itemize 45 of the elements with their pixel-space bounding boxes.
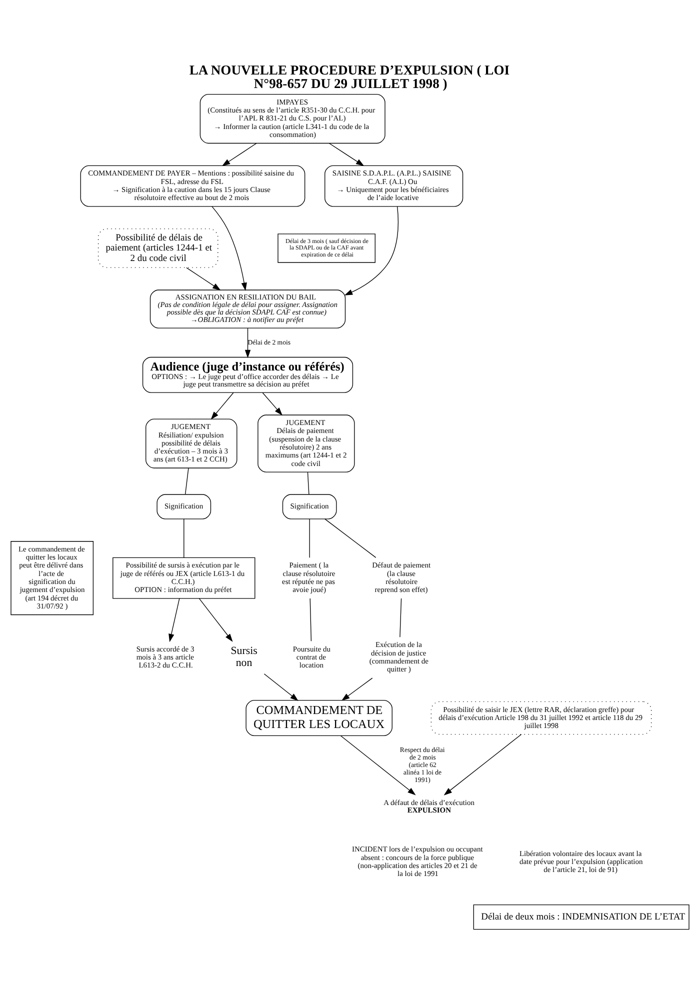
- node-text: Poursuite du contrat de location: [292, 644, 330, 670]
- label: INCIDENT lors de l’expulsion ou occupant absent : concours de la force publique (non-application des articles 20 et 21 de la loi de 1991: [352, 844, 483, 878]
- connector: [307, 471, 310, 494]
- node-box: IMPAYES (Constitués au sens de l’article R351-30 du C.C.H. pour l’APL R 831-21 du C.S. pour l’AL) → Informer la caution (article L341-1 du code de la consommation): [200, 94, 386, 144]
- node-box: Audience (juge d’instance ou référés) OPTIONS : → Le juge peut d’office accorder des délais → Le juge peut transmettre sa décision au préfet: [142, 356, 354, 392]
- arrow: [222, 142, 257, 166]
- node-text: Exécution de la décision de justice (commandement de quitter ): [369, 640, 428, 674]
- arrow: [264, 673, 298, 700]
- node-box: JUGEMENT Résiliation/ expulsion possibilité de délais d’exécution – 3 mois à 3 ans (art 613-1 et 2 CCH): [146, 418, 238, 468]
- node-box: COMMANDEMENT DE PAYER – Mentions : possibilité saisine du FSL, adresse du FSL → Signification à la caution dans les 15 jours Clause résolutoire effective au bout de 2 mois: [80, 164, 306, 206]
- label: Libération volontaire des locaux avant la date prévue pour l’expulsion (application de l’article 21, loi de 91): [520, 848, 643, 874]
- arrow: [210, 392, 234, 420]
- node-box: Signification: [156, 494, 212, 519]
- arrow: [212, 206, 247, 290]
- connector: [324, 518, 376, 558]
- diagram-title: LA NOUVELLE PROCEDURE D’EXPULSION ( LOI N°98-657 DU 29 JUILLET 1998 ): [189, 62, 510, 91]
- arrow: [168, 598, 180, 642]
- arrow: [262, 392, 282, 416]
- arrow: [244, 327, 251, 358]
- node-text: Paiement ( la clause résolutoire est réputée ne pas avoie joué): [282, 560, 336, 594]
- node-box: Délai de deux mois : INDEMNISATION DE L’ETAT: [473, 904, 690, 930]
- node-text: Défaut de paiement (la clause résolutoire reprend son effet): [372, 560, 431, 594]
- node-box: ASSIGNATION EN RESILIATION DU BAIL (Pas de condition légale de délai pour assigner. Assignation possible dès que la décision SDAPL CAF est connue) →OBLIGATION : à notifier au préfet: [150, 289, 346, 328]
- connector: [310, 598, 312, 641]
- node-text: Sursis accordé de 3 mois à 3 ans article L613-2 du C.C.H.: [136, 644, 194, 670]
- arrow: [344, 206, 399, 295]
- arrow: [444, 734, 522, 795]
- arrow: [198, 598, 233, 642]
- arrow: [340, 734, 416, 795]
- node-box: Le commandement de quitter les locaux peut être délivré dans l’acte de signification du jugement d’expulsion (art 194 décret du 31/07/92 ): [10, 540, 94, 615]
- connector: [309, 518, 310, 558]
- node-box: JUGEMENT Délais de paiement (suspension de la clause résolutoire) 2 ans maximums (art 1244-1 et 2 code civil: [258, 414, 355, 472]
- connector: [400, 598, 402, 637]
- arrow: [341, 677, 373, 700]
- node-box: Possibilité de délais de paiement (articles 1244-1 et 2 du code civil: [98, 228, 218, 268]
- node-box: Possibilité de sursis à exécution par le juge de référés ou JEX (article L613-1 du C.C.H.) OPTION : information du préfet: [112, 556, 256, 598]
- connector: [184, 467, 189, 494]
- arrow: [186, 266, 221, 290]
- node-text: A défaut de délais d’exécution EXPULSION: [384, 797, 474, 814]
- node-box: Signification: [282, 494, 337, 519]
- node-box: Possibilité de saisir le JEX (lettre RAR, déclaration greffe) pour délais d’exécution Article 198 du 31 juillet 1992 et article 118 du 29 juillet 1998: [430, 700, 652, 734]
- arrow: [328, 142, 364, 166]
- node-text: Sursis non: [230, 644, 258, 669]
- node-box: COMMANDEMENT DE QUITTER LES LOCAUX: [246, 700, 392, 736]
- node-box: SAISINE S.D.A.P.L. (A.P.L.) SAISINE C.A.F. (A.L) Ou → Uniquement pour les bénéficiaires de l’aide locative: [324, 164, 464, 206]
